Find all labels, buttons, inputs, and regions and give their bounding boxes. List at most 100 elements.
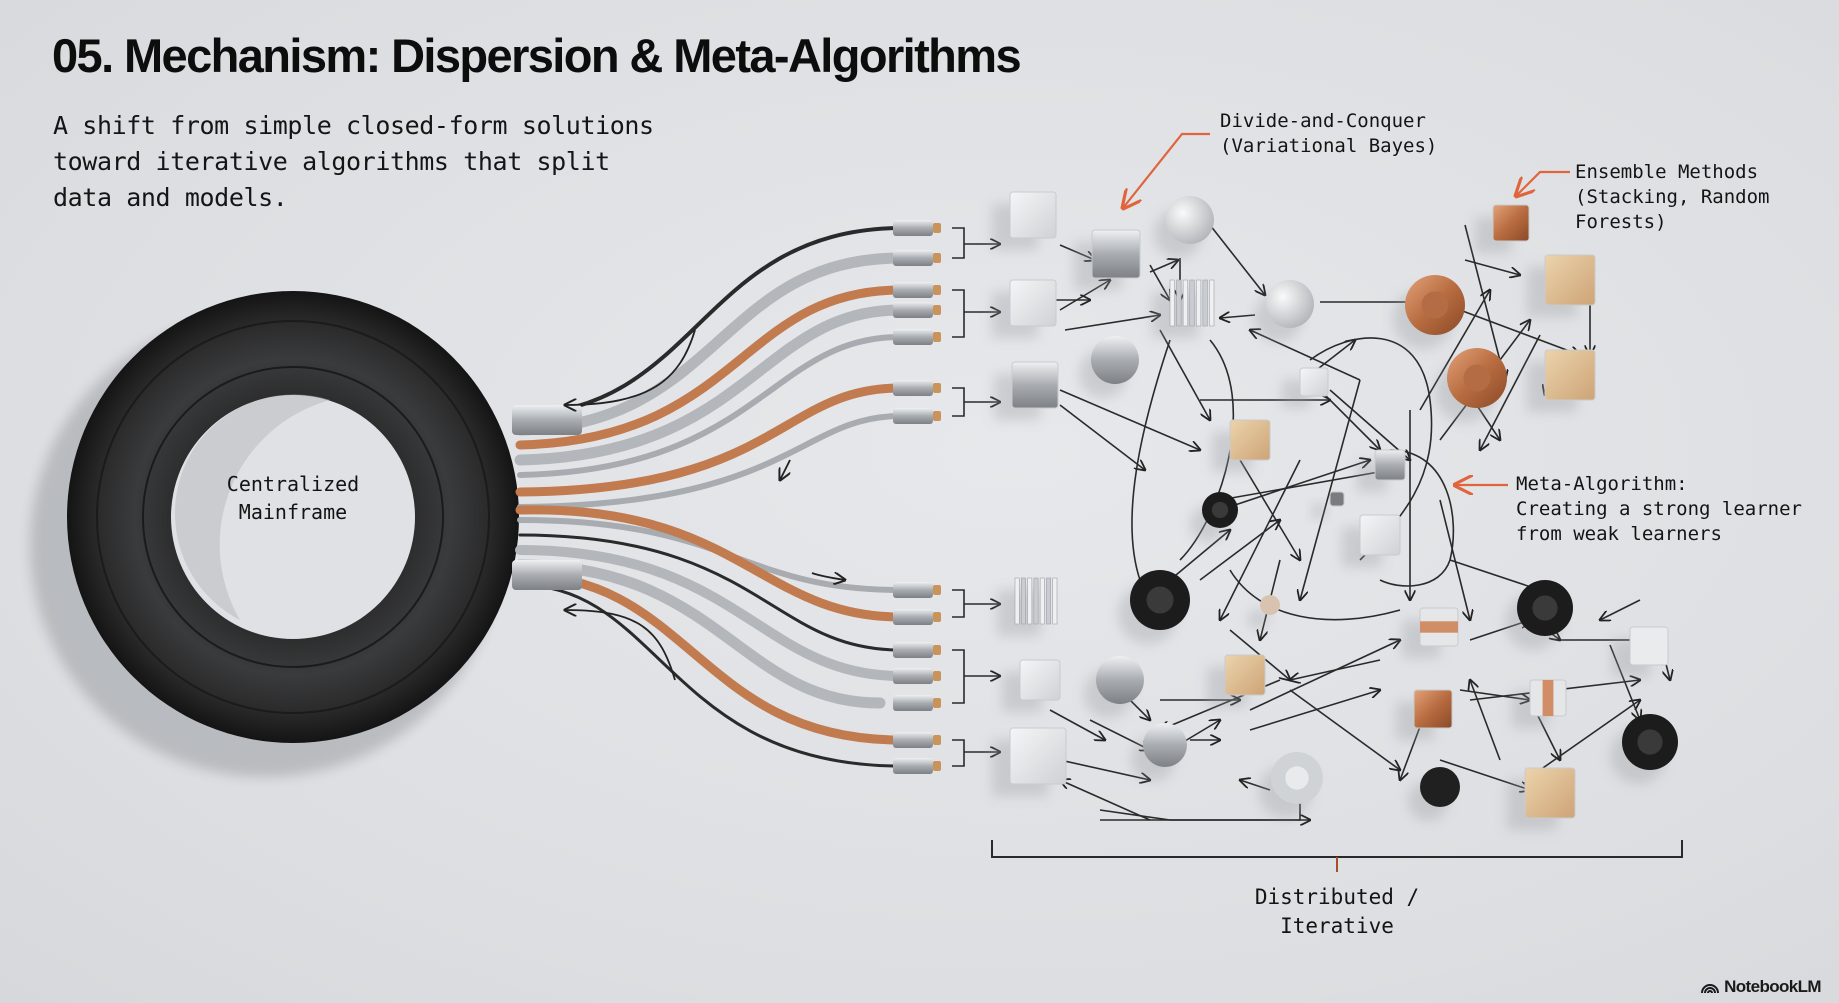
- ensemble-annotation: Ensemble Methods (Stacking, Random Fores…: [1575, 160, 1769, 235]
- rubber-ring-node-hole: [1637, 729, 1663, 755]
- sponge-block-node: [1224, 654, 1266, 696]
- connector-plug: [893, 282, 933, 298]
- rubber-ring-node-hole: [1146, 586, 1174, 614]
- connector-tip: [933, 612, 941, 622]
- link-bracket: [952, 589, 965, 618]
- divide-conquer-pointer: [1123, 132, 1210, 208]
- ribbed-sphere-node: [1096, 656, 1144, 704]
- network-edge: [1249, 640, 1400, 711]
- bracket-line: [991, 840, 1683, 858]
- connector-tip: [933, 411, 941, 421]
- hub-label: Centralized Mainframe: [227, 470, 359, 526]
- annotation-line: Creating a strong learner: [1516, 498, 1802, 520]
- cable: [514, 304, 906, 466]
- connector-tip: [933, 253, 941, 263]
- meta-algorithm-annotation: Meta-Algorithm: Creating a strong learne…: [1516, 472, 1802, 547]
- network-edge: [1329, 389, 1410, 460]
- network-edge: [1464, 259, 1520, 275]
- connector-tip: [933, 332, 941, 342]
- notebooklm-logo-icon: [1701, 984, 1720, 994]
- network-nodes: [992, 191, 1678, 830]
- connector-tip: [933, 698, 941, 708]
- glass-cup-node: [1359, 514, 1401, 556]
- network-edge: [1459, 309, 1580, 355]
- steel-cube-node: [1011, 361, 1059, 409]
- glass-cube-node: [1009, 279, 1057, 327]
- cable: [518, 583, 902, 768]
- connector-plug: [893, 302, 933, 318]
- link-bracket: [952, 289, 965, 338]
- cable-coupler: [512, 560, 582, 590]
- copper-spool-node: [1413, 689, 1453, 729]
- connector-plug: [893, 250, 933, 266]
- connector-plug: [893, 642, 933, 658]
- cable: [517, 334, 903, 478]
- distributed-bracket: [991, 840, 1683, 872]
- subtitle-line: A shift from simple closed-form solution…: [53, 111, 654, 140]
- stone-node: [1260, 595, 1280, 615]
- glass-sphere-node: [1266, 280, 1314, 328]
- network-edge: [1059, 389, 1200, 450]
- connector-plug: [893, 668, 933, 684]
- network-edge: [1539, 700, 1640, 771]
- tire-groove: [142, 366, 444, 668]
- network-edge: [1419, 290, 1490, 411]
- network-edge: [1059, 404, 1145, 470]
- network-edge: [1464, 224, 1505, 380]
- network-edge: [1159, 329, 1210, 420]
- cable-coupler: [512, 405, 582, 435]
- connector-plug: [893, 695, 933, 711]
- network-edge: [1220, 459, 1301, 620]
- ensemble-pointer: [1516, 170, 1570, 196]
- connector-tip: [933, 585, 941, 595]
- connector-plug: [893, 732, 933, 748]
- wood-block-node: [1524, 767, 1576, 819]
- white-cube-node: [1629, 626, 1669, 666]
- network-edge: [1289, 689, 1400, 770]
- flow-arrows: [565, 329, 845, 681]
- network-edge: [1219, 460, 1370, 511]
- network-edge: [1600, 599, 1641, 620]
- connector-plug: [893, 609, 933, 625]
- tire-groove: [96, 320, 490, 714]
- cable: [517, 413, 903, 510]
- subtitle-line: toward iterative algorithms that split: [53, 147, 610, 176]
- cable: [518, 533, 902, 652]
- connector-plug: [893, 329, 933, 345]
- steel-cube-node: [1374, 449, 1406, 481]
- hub-label-line: Centralized: [226, 472, 360, 496]
- node-shadow: [1248, 609, 1268, 629]
- steel-block-node: [1091, 229, 1141, 279]
- network-edge: [1300, 379, 1361, 600]
- return-arrow: [565, 610, 676, 681]
- network-edge: [1439, 499, 1470, 620]
- copper-coil-node-hole: [1463, 364, 1491, 392]
- network-loop: [1131, 339, 1171, 581]
- connector-tip: [933, 761, 941, 771]
- dark-sphere-node: [1420, 767, 1460, 807]
- cable-connectors: [893, 220, 941, 774]
- slide-title: 05. Mechanism: Dispersion & Meta-Algorit…: [52, 29, 1022, 82]
- divide-conquer-annotation: Divide-and-Conquer (Variational Bayes): [1220, 109, 1437, 159]
- link-bracket: [952, 387, 965, 417]
- steel-cylinder-node: [1143, 723, 1187, 767]
- flow-arrow: [811, 573, 845, 580]
- annotation-line: Meta-Algorithm:: [1516, 473, 1688, 495]
- glass-cube-node: [1009, 727, 1067, 785]
- annotation-line: Forests): [1575, 211, 1667, 233]
- annotation-line: Ensemble Methods: [1575, 161, 1759, 183]
- network-edge: [1060, 780, 1151, 821]
- copper-spool-node: [1492, 204, 1530, 242]
- network-edge: [1470, 680, 1501, 761]
- steel-cylinder-node: [1091, 336, 1139, 384]
- return-arrow: [565, 329, 696, 405]
- annotation-line: (Stacking, Random: [1575, 186, 1770, 208]
- connector-tip: [933, 383, 941, 393]
- network-edge: [1239, 459, 1300, 560]
- network-edge: [1220, 315, 1256, 318]
- annotation-line: Divide-and-Conquer: [1220, 110, 1426, 132]
- copper-banded-cube-node-band: [1420, 621, 1458, 633]
- network-edge: [1049, 709, 1105, 740]
- link-bracket: [952, 739, 965, 767]
